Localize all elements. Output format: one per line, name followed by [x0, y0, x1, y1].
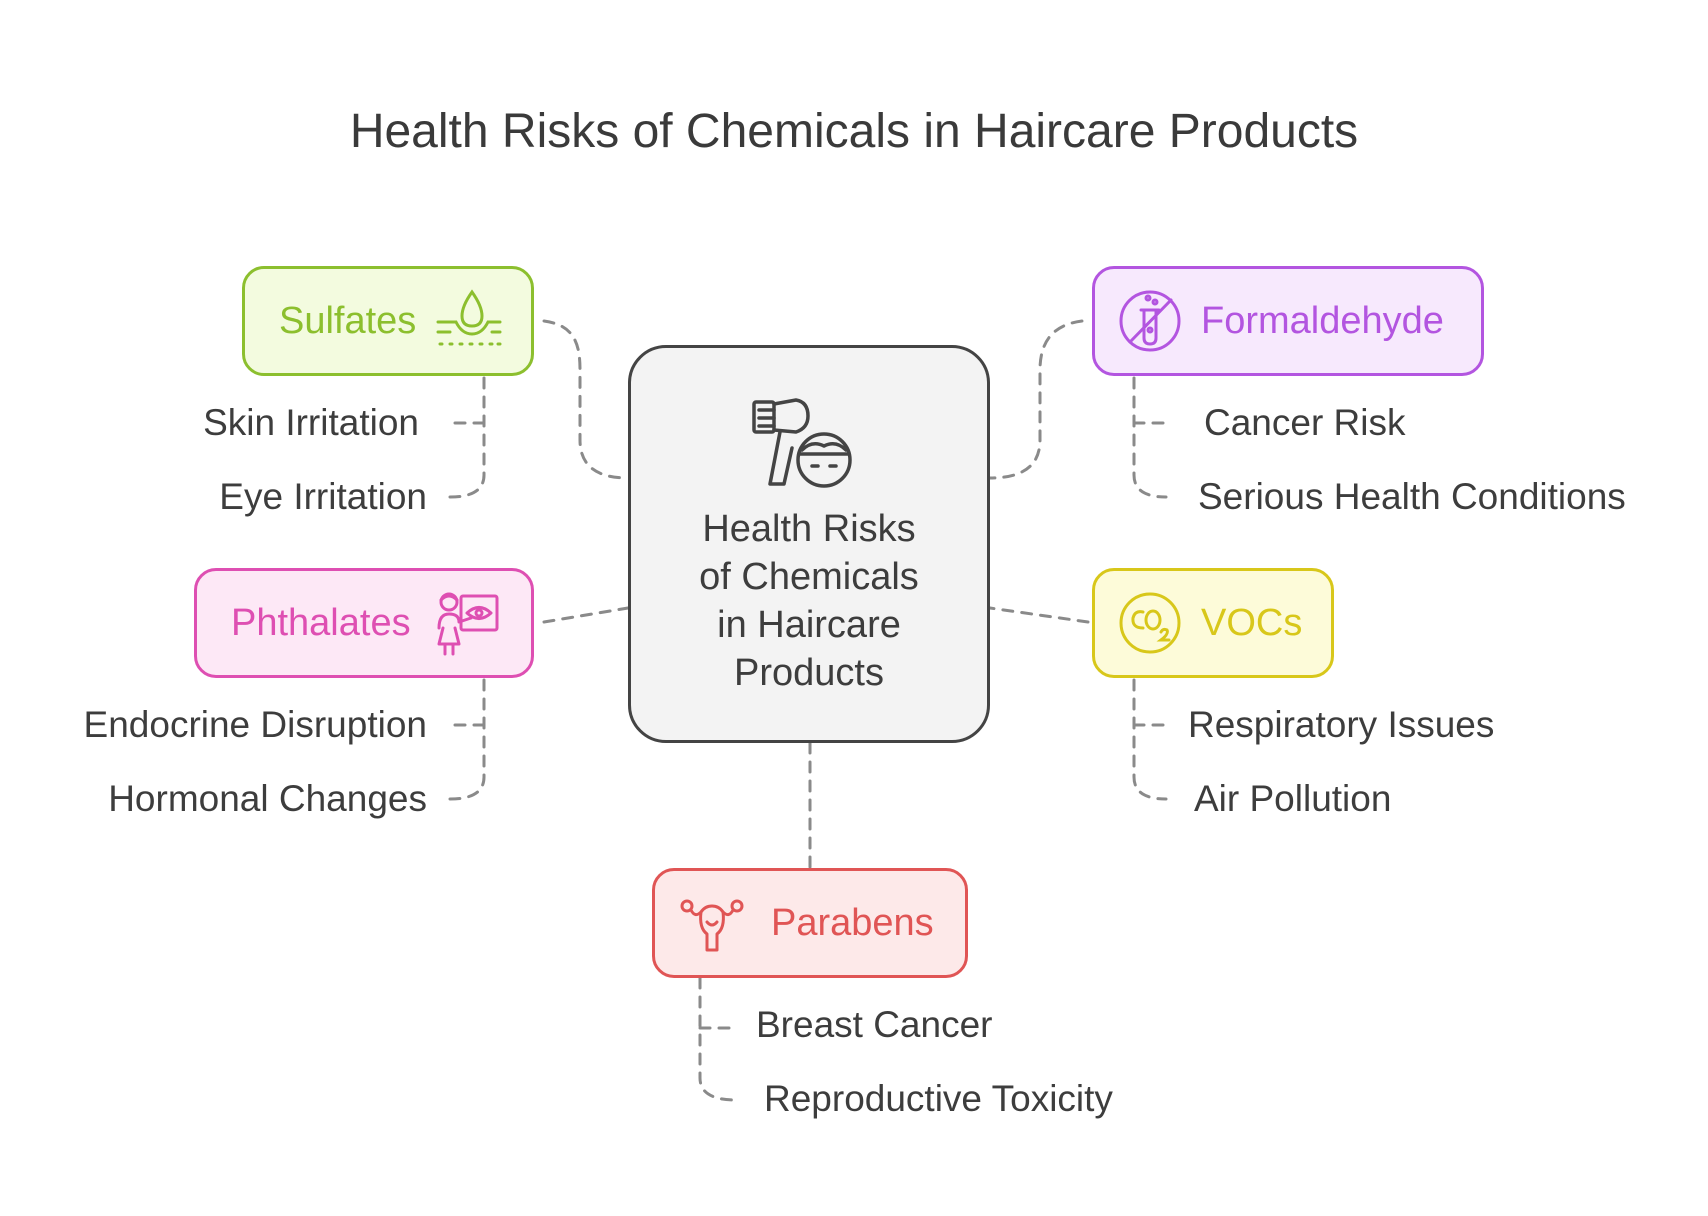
uterus-icon: [680, 899, 744, 952]
node-parabens: Parabens: [652, 868, 968, 978]
hair-dryer-icon: [752, 398, 852, 488]
node-sulfates-label: Sulfates: [279, 299, 417, 342]
connector-endocrine: [448, 678, 486, 801]
node-vocs: VOCs: [1092, 568, 1334, 678]
leaf-reproductive-toxicity: Reproductive Toxicity: [764, 1078, 1113, 1119]
connector-skin-irritation: [448, 376, 486, 499]
leaf-air-pollution: Air Pollution: [1194, 778, 1392, 819]
connector-formaldehyde: [988, 319, 1084, 480]
node-formaldehyde: Formaldehyde: [1092, 266, 1484, 376]
connector-vocs: [988, 606, 1090, 624]
center-node: Health Risks of Chemicals in Haircare Pr…: [628, 345, 990, 743]
node-sulfates: Sulfates: [242, 266, 534, 376]
node-vocs-label: VOCs: [1201, 601, 1303, 644]
skin-drop-icon: [436, 289, 502, 346]
connector-cancer-risk: [1132, 376, 1168, 499]
node-phthalates-label: Phthalates: [231, 601, 411, 644]
leaf-skin-irritation: Skin Irritation: [203, 402, 419, 443]
center-label: Health Risks of Chemicals in Haircare Pr…: [699, 508, 919, 694]
woman-eye-chart-icon: [437, 592, 499, 656]
connector-respiratory: [1132, 678, 1168, 801]
leaf-serious-health-conditions: Serious Health Conditions: [1198, 476, 1626, 517]
leaf-endocrine-disruption: Endocrine Disruption: [83, 704, 427, 745]
connector-breast-cancer: [698, 976, 738, 1102]
no-test-tube-icon: [1119, 290, 1181, 352]
leaf-eye-irritation: Eye Irritation: [219, 476, 427, 517]
leaf-breast-cancer: Breast Cancer: [756, 1004, 993, 1045]
node-parabens-label: Parabens: [771, 901, 934, 944]
co2-icon: [1119, 592, 1181, 654]
leaf-hormonal-changes: Hormonal Changes: [108, 778, 427, 819]
node-phthalates: Phthalates: [194, 568, 534, 678]
node-formaldehyde-label: Formaldehyde: [1201, 299, 1444, 342]
diagram-title: Health Risks of Chemicals in Haircare Pr…: [349, 105, 1359, 158]
connector-phthalates: [542, 606, 630, 624]
leaf-respiratory-issues: Respiratory Issues: [1188, 704, 1495, 745]
connector-sulfates: [542, 319, 630, 480]
leaf-cancer-risk: Cancer Risk: [1204, 402, 1406, 443]
